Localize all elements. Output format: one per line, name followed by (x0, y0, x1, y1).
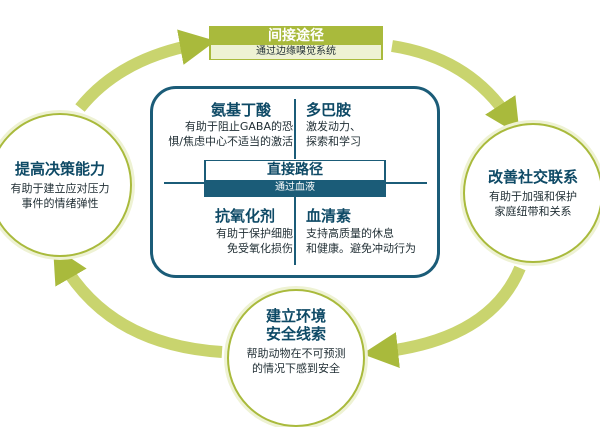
antioxidant-line-2: 免受氧化损伤 (227, 242, 293, 255)
decision-making-title: 提高决策能力 (14, 159, 105, 178)
cycle-arrows (52, 29, 526, 368)
indirect-pathway-title: 间接途径 (211, 27, 381, 45)
arrow-left-top (75, 29, 216, 112)
dopamine-text: 激发动力、 探索和学习 (306, 119, 361, 149)
decision-making-line-1: 有助于建立应对压力 (10, 181, 110, 195)
safety-cues-title-line-2: 安全线索 (265, 325, 326, 343)
social-bonds-title: 改善社交联系 (487, 167, 578, 186)
direct-pathway-title: 直接路径 (206, 161, 384, 180)
safety-cues-node: 建立环境 安全线索 帮助动物在不可预测 的情况下感到安全 (227, 289, 365, 427)
social-bonds-text: 有助于加强和保护 家庭纽带和关系 (489, 189, 577, 219)
serotonin-text: 支持高质量的休息 和健康。避免冲动行为 (306, 226, 416, 256)
social-bonds-node: 改善社交联系 有助于加强和保护 家庭纽带和关系 (463, 123, 600, 263)
serotonin-line-2: 和健康。避免冲动行为 (306, 242, 416, 255)
direct-pathway-box: 直接路径 通过血液 (204, 160, 386, 197)
direct-connector-right (385, 182, 427, 184)
indirect-pathway-box: 间接途径 通过边缘嗅觉系统 (209, 26, 383, 60)
dopamine-line-1: 激发动力、 (306, 120, 361, 133)
divider-bottom (294, 197, 296, 265)
gaba-line-1: 有助于阻止GABA的恐 (184, 120, 293, 133)
safety-cues-title-line-1: 建立环境 (265, 307, 326, 325)
safety-cues-line-1: 帮助动物在不可预测 (246, 347, 346, 360)
decision-making-text: 有助于建立应对压力 事件的情绪弹性 (11, 181, 110, 211)
antioxidant-line-1: 有助于保护细胞 (216, 227, 293, 240)
antioxidant-text: 有助于保护细胞 免受氧化损伤 (163, 226, 293, 256)
gaba-line-2: 惧/焦虑中心不适当的激活 (168, 135, 293, 148)
gaba-title: 氨基丁酸 (211, 101, 272, 119)
direct-connector-left (164, 182, 204, 184)
safety-cues-line-2: 的情况下感到安全 (252, 362, 340, 375)
direct-pathway-subtitle: 通过血液 (206, 180, 384, 195)
dopamine-line-2: 探索和学习 (306, 135, 361, 148)
dopamine-title: 多巴胺 (306, 101, 352, 119)
decision-making-node: 提高决策能力 有助于建立应对压力 事件的情绪弹性 (0, 113, 132, 257)
gaba-text: 有助于阻止GABA的恐 惧/焦虑中心不适当的激活 (163, 119, 293, 149)
safety-cues-text: 帮助动物在不可预测 的情况下感到安全 (247, 346, 346, 376)
arrow-top-right (391, 40, 520, 136)
indirect-pathway-subtitle: 通过边缘嗅觉系统 (211, 45, 381, 59)
serotonin-title: 血清素 (306, 207, 352, 225)
arrow-bottom-left (52, 246, 223, 358)
social-bonds-line-2: 家庭纽带和关系 (494, 204, 572, 218)
serotonin-line-1: 支持高质量的休息 (306, 227, 394, 240)
decision-making-line-2: 事件的情绪弹性 (21, 196, 99, 210)
arrow-right-bottom (362, 265, 526, 368)
safety-cues-title: 建立环境 安全线索 (266, 307, 326, 343)
divider-top (294, 99, 296, 159)
antioxidant-title: 抗氧化剂 (215, 207, 276, 225)
social-bonds-line-1: 有助于加强和保护 (489, 189, 577, 203)
